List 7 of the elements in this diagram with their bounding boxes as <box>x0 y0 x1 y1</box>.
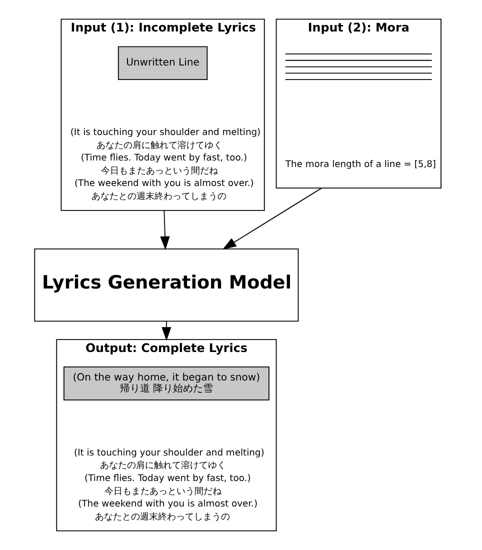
arrow <box>222 188 322 250</box>
node-box: Lyrics Generation Model <box>34 248 298 322</box>
arrow <box>161 320 171 341</box>
arrow <box>160 210 170 250</box>
node-box: Unwritten Line <box>117 46 208 80</box>
cluster: Input (2): Mora The mora length of a line = [5,8] <box>275 18 441 189</box>
node-box: (On the way home, it began to snow) 帰り道 降り始めた雪 <box>63 366 269 400</box>
